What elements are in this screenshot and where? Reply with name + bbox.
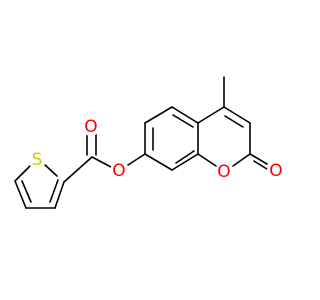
bond-c5-c4 — [14, 180, 27, 209]
ring-oxygen: O — [215, 162, 233, 182]
ester-oxygen: O — [110, 161, 128, 181]
bond-s-c2 — [43, 163, 58, 177]
ester-carbonyl-oxygen: O — [82, 117, 100, 137]
ester-carbonyl-oxygen-label: O — [84, 117, 97, 137]
ring-oxygen-label: O — [217, 162, 230, 182]
bond-c2-carbonyl-carbon — [63, 156, 93, 183]
bond-c8-c8a-double — [175, 150, 195, 164]
thiophene-ring — [14, 163, 65, 209]
bond-c4a-c5-double — [172, 114, 194, 128]
bond-c5-c6 — [144, 106, 173, 124]
bond-c2-carbonyl-oxygen — [249, 153, 268, 165]
bond-c8a-ring-oxygen — [197, 153, 217, 167]
bond-c8-c8a — [171, 153, 199, 171]
lactone-carbonyl-oxygen-label: O — [269, 161, 282, 181]
molecule-structure: S O O O O — [14, 76, 285, 209]
coumarin-lactone-ring — [197, 76, 268, 170]
bond-c3-c4-double — [224, 115, 244, 128]
bond-ring-oxygen-c2 — [232, 153, 251, 167]
bond-c4a-c5 — [171, 106, 199, 124]
bond-carbonyl-carbon-ester-oxygen — [91, 156, 112, 168]
ester-linkage — [63, 132, 146, 183]
bond-c4-c4a — [197, 106, 225, 124]
ester-oxygen-label: O — [112, 161, 125, 181]
sulfur-atom: S — [28, 150, 46, 170]
bond-c3-c2 — [54, 181, 65, 209]
sulfur-label: S — [32, 150, 43, 170]
bond-c3-c4 — [223, 106, 251, 124]
bond-ester-oxygen-aryl-carbon — [127, 153, 146, 166]
bond-s-c5 — [14, 163, 33, 182]
bond-c7-c8 — [144, 153, 173, 171]
bond-c5-c4-double — [21, 180, 32, 203]
coumarin-benzene-ring — [144, 106, 199, 171]
bond-c3-c2-double — [49, 179, 59, 203]
bond-c2-carbonyl-oxygen-double — [253, 160, 268, 170]
lactone-carbonyl-oxygen: O — [267, 161, 285, 181]
